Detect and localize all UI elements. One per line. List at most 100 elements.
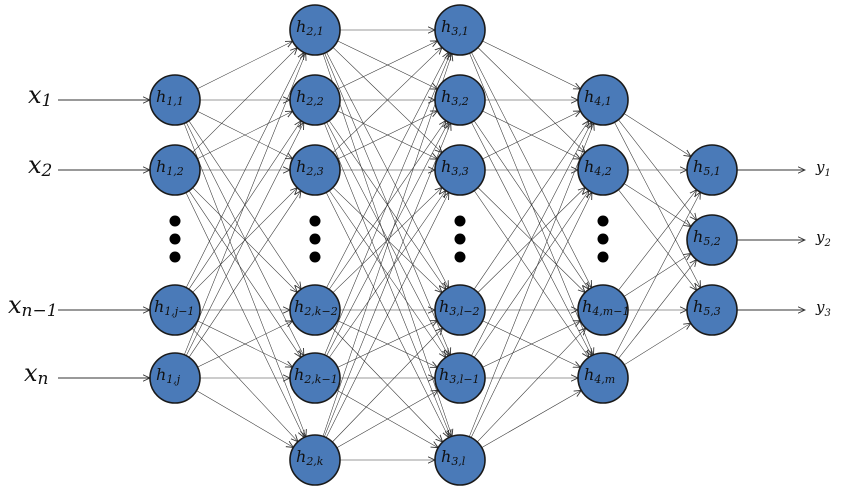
node-label-subscript: 5,1 xyxy=(703,165,721,178)
node-h3-5: h3,l−1 xyxy=(434,352,486,404)
edge-l3-6-to-l4-2 xyxy=(470,192,592,438)
node-label: h2,k xyxy=(296,447,324,469)
edge-l2-6-to-l3-1 xyxy=(322,54,452,437)
node-label-base: h xyxy=(294,297,304,316)
edge-l1-3-to-l2-6 xyxy=(191,328,298,441)
node-circle xyxy=(149,352,201,404)
node-label-subscript: 1,2 xyxy=(166,165,184,178)
node-h4-2: h4,2 xyxy=(577,144,629,196)
input-label-2: x2 xyxy=(28,151,52,181)
ellipsis-dot-layer4-2 xyxy=(597,233,609,245)
node-label-subscript: 1,1 xyxy=(166,95,184,108)
edge-l2-5-to-l3-3 xyxy=(329,191,445,358)
connections-layer xyxy=(183,30,700,460)
node-label: h3,l−2 xyxy=(439,297,480,319)
node-h3-2: h3,2 xyxy=(434,74,486,126)
node-h2-4: h2,k−2 xyxy=(289,284,341,336)
node-label-subscript: 2,k−2 xyxy=(303,305,337,318)
node-label-base: h xyxy=(294,365,304,384)
node-label-subscript: 3,l xyxy=(451,455,465,468)
edge-l1-4-to-l2-2 xyxy=(185,122,304,356)
node-circle xyxy=(577,74,629,126)
node-label-base: h xyxy=(693,227,703,246)
node-circle xyxy=(149,144,201,196)
node-circle xyxy=(289,284,341,336)
edge-l2-6-to-l3-3 xyxy=(325,192,449,438)
input-label-2-base: x xyxy=(28,151,42,179)
node-h2-3: h2,3 xyxy=(289,144,341,196)
node-label-base: h xyxy=(441,447,451,466)
node-circle xyxy=(434,352,486,404)
node-circle xyxy=(289,352,341,404)
node-label-subscript: 2,k xyxy=(305,455,323,468)
input-label-1: x1 xyxy=(28,81,52,111)
node-label: h5,1 xyxy=(693,157,721,179)
edge-l1-3-to-l2-2 xyxy=(188,121,301,290)
edge-l2-4-to-l3-1 xyxy=(326,52,449,288)
edge-l2-4-to-l3-2 xyxy=(328,121,446,290)
output-label-3-base: y xyxy=(815,298,825,316)
node-h5-3: h5,3 xyxy=(686,284,738,336)
node-label-base: h xyxy=(584,87,594,106)
edge-l3-1-to-l4-4 xyxy=(469,52,594,355)
node-circle xyxy=(434,284,486,336)
edge-l4-2-to-l5-2 xyxy=(623,183,691,227)
node-circle xyxy=(686,144,738,196)
edge-l3-4-to-l4-2 xyxy=(477,188,585,293)
node-h5-2: h5,2 xyxy=(686,214,738,266)
node-label-subscript: 3,l−1 xyxy=(449,373,479,386)
edge-l1-2-to-l2-2 xyxy=(197,111,292,160)
node-label: h3,l xyxy=(441,447,466,469)
edge-l1-3-to-l2-1 xyxy=(185,52,304,288)
node-circle xyxy=(289,74,341,126)
edge-l2-6-to-l3-2 xyxy=(324,123,450,437)
node-label-subscript: 5,2 xyxy=(703,235,721,248)
node-label-base: h xyxy=(693,297,703,316)
output-label-1-subscript: 1 xyxy=(824,168,830,179)
node-label-base: h xyxy=(439,297,449,316)
nodes-layer: h1,1h1,2h1,j−1h1,jh2,1h2,2h2,3h2,k−2h2,k… xyxy=(149,4,738,486)
node-circle xyxy=(149,74,201,126)
edge-l1-1-to-l2-1 xyxy=(197,41,292,90)
node-circle xyxy=(289,144,341,196)
node-label-base: h xyxy=(156,365,166,384)
node-label-subscript: 4,2 xyxy=(593,165,612,178)
output-label-1-base: y xyxy=(815,158,825,176)
node-label-subscript: 2,3 xyxy=(305,165,324,178)
ellipsis-dot-layer2-1 xyxy=(309,215,321,227)
node-label-base: h xyxy=(441,87,451,106)
output-label-2: y2 xyxy=(815,228,831,249)
node-label: h2,k−1 xyxy=(294,365,338,387)
ellipsis-dot-layer1-3 xyxy=(169,251,181,263)
node-circle xyxy=(577,352,629,404)
node-label: h1,j−1 xyxy=(154,297,194,319)
node-label-subscript: 3,2 xyxy=(451,95,469,108)
edge-l2-2-to-l3-1 xyxy=(337,41,438,90)
node-label-subscript: 2,2 xyxy=(305,95,324,108)
node-circle xyxy=(289,434,341,486)
node-label: h2,1 xyxy=(296,17,324,39)
edge-l2-6-to-l3-5 xyxy=(336,390,438,448)
node-label-base: h xyxy=(296,87,306,106)
input-label-4-base: x xyxy=(24,359,38,387)
node-h4-4: h4,m xyxy=(577,352,629,404)
node-label-subscript: 4,m−1 xyxy=(591,305,629,318)
ellipsis-dot-layer3-2 xyxy=(454,233,466,245)
node-h2-5: h2,k−1 xyxy=(289,352,341,404)
node-label: h4,1 xyxy=(584,87,612,109)
input-output-arrows xyxy=(58,100,805,378)
ellipsis-dot-layer3-3 xyxy=(454,251,466,263)
node-label: h5,3 xyxy=(693,297,721,319)
node-label-base: h xyxy=(439,365,449,384)
node-label-base: h xyxy=(296,157,306,176)
node-label: h2,3 xyxy=(296,157,324,179)
edge-l2-6-to-l3-4 xyxy=(332,328,442,443)
node-label: h2,2 xyxy=(296,87,324,109)
node-label: h3,1 xyxy=(441,17,469,39)
node-circle xyxy=(289,4,341,56)
node-label: h3,2 xyxy=(441,87,469,109)
node-label-base: h xyxy=(156,157,166,176)
node-h5-1: h5,1 xyxy=(686,144,738,196)
